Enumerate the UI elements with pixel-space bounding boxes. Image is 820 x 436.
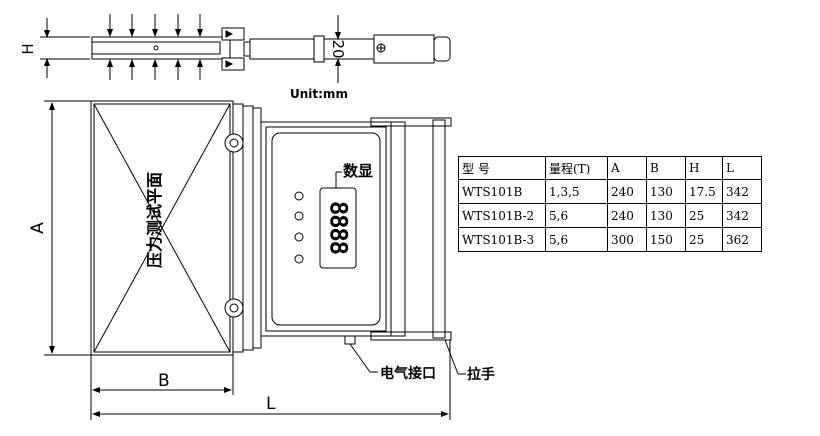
col-h: H	[685, 156, 723, 180]
side-view	[40, 14, 451, 83]
cell-model: WTS101B	[458, 179, 546, 204]
cell-model: WTS101B-3	[458, 227, 546, 252]
cell-l: 362	[722, 227, 762, 252]
cell-range: 5,6	[545, 203, 608, 228]
table-header-row: 型 号 量程(T) A B H L	[458, 156, 762, 180]
spec-table: 型 号 量程(T) A B H L WTS101B 1,3,5 240 130 …	[458, 156, 762, 252]
col-model: 型 号	[458, 156, 546, 180]
table-row: WTS101B-2 5,6 240 130 25 342	[458, 203, 762, 228]
handle-label: 拉手	[467, 366, 495, 383]
col-a: A	[607, 156, 647, 180]
display-digits: 8888	[325, 202, 350, 255]
b-dim-label: B	[158, 371, 170, 391]
cell-b: 150	[646, 227, 686, 252]
cell-range: 1,3,5	[545, 179, 608, 204]
cell-range: 5,6	[545, 227, 608, 252]
cell-a: 240	[607, 179, 647, 204]
l-dim-label: L	[266, 394, 276, 414]
display-label: 数显	[343, 162, 373, 180]
cell-a: 300	[607, 227, 647, 252]
cell-b: 130	[646, 203, 686, 228]
h-dim-label: H	[19, 43, 37, 54]
unit-label: Unit:mm	[290, 87, 348, 101]
connector-label: 电气接口	[380, 365, 436, 382]
cell-model: WTS101B-2	[458, 203, 546, 228]
plan-view	[90, 100, 466, 375]
cell-h: 25	[685, 203, 723, 228]
cell-b: 130	[646, 179, 686, 204]
a-dim-label: A	[28, 222, 48, 234]
dimension-lines	[44, 100, 451, 420]
cell-l: 342	[722, 203, 762, 228]
table-row: WTS101B-3 5,6 300 150 25 362	[458, 227, 762, 252]
table-row: WTS101B 1,3,5 240 130 17.5 342	[458, 179, 762, 204]
thickness-dim-label: 20	[329, 39, 347, 58]
cell-h: 17.5	[685, 179, 723, 204]
col-l: L	[722, 156, 762, 180]
cell-a: 240	[607, 203, 647, 228]
col-range: 量程(T)	[545, 156, 608, 180]
cell-h: 25	[685, 227, 723, 252]
plate-label: 压力测试平面	[145, 172, 164, 268]
cell-l: 342	[722, 179, 762, 204]
col-b: B	[646, 156, 686, 180]
